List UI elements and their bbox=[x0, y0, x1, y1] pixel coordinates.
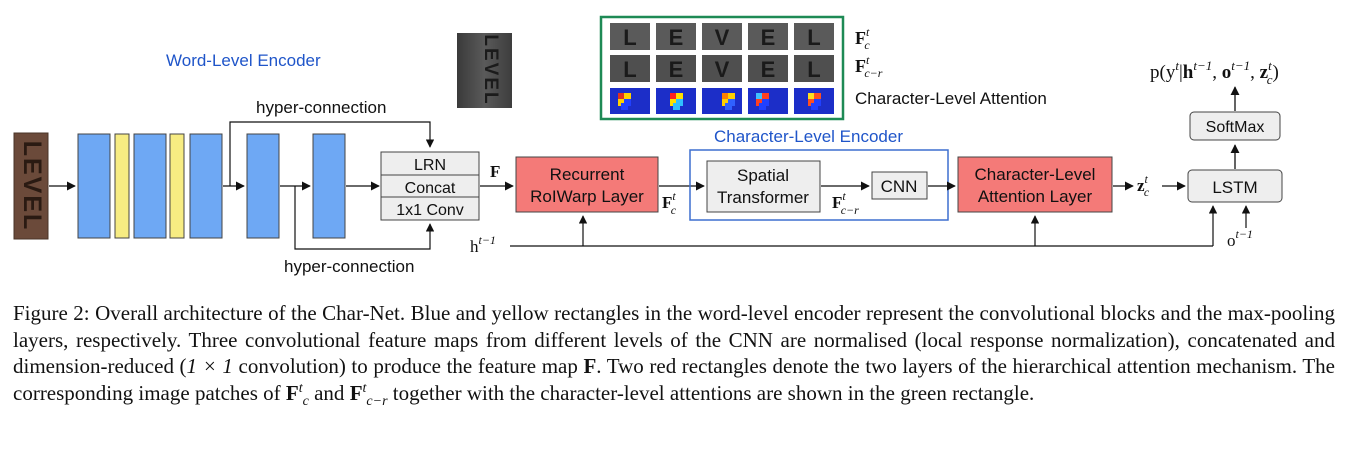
patch-fcr-letter-5: L bbox=[807, 57, 820, 82]
legend-attention: Character-Level Attention bbox=[855, 89, 1047, 108]
attention-cell-1-4 bbox=[624, 99, 631, 106]
patch-fct-letter-3: V bbox=[715, 25, 730, 50]
patch-fct-4 bbox=[748, 23, 788, 50]
pool-block-2 bbox=[169, 133, 185, 239]
cnn-block: CNN bbox=[871, 171, 928, 200]
patch-fct-2 bbox=[656, 23, 696, 50]
concat-label: Concat bbox=[405, 180, 456, 197]
attention-cell-4-3 bbox=[756, 99, 763, 106]
attention-cell-3-1 bbox=[722, 93, 729, 100]
attention-cell-3-3 bbox=[722, 99, 729, 106]
o-prev-label: ot−1 bbox=[1227, 227, 1253, 250]
svg-text:Spatial: Spatial bbox=[737, 166, 789, 185]
patch-fcr-letter-2: E bbox=[669, 57, 684, 82]
patch-fcr-letter-1: L bbox=[623, 57, 636, 82]
patch-fct-letter-5: L bbox=[807, 25, 820, 50]
attention-cell-1-5 bbox=[621, 103, 628, 110]
patch-fct-letter-4: E bbox=[761, 25, 776, 50]
conv-block-2 bbox=[133, 133, 167, 239]
attention-cell-1-3 bbox=[618, 99, 625, 106]
spatial-transformer: Spatial Transformer bbox=[706, 160, 821, 213]
word-encoder-title: Word-Level Encoder bbox=[166, 51, 321, 70]
patch-fcr-letter-3: V bbox=[715, 57, 730, 82]
pool-block-1 bbox=[114, 133, 130, 239]
svg-text:Attention Layer: Attention Layer bbox=[978, 187, 1093, 206]
patch-fct-3 bbox=[702, 23, 742, 50]
svg-text:SoftMax: SoftMax bbox=[1206, 119, 1265, 136]
svg-text:Transformer: Transformer bbox=[717, 188, 809, 207]
roiwarp-layer: Recurrent RoIWarp Layer bbox=[515, 156, 659, 213]
patch-fcr-5 bbox=[794, 55, 834, 82]
patch-fcr-2 bbox=[656, 55, 696, 82]
attention-cell-3-4 bbox=[728, 99, 735, 106]
softmax-block: SoftMax bbox=[1189, 111, 1281, 141]
attention-cell-2-4 bbox=[676, 99, 683, 106]
feature-map-label: F bbox=[490, 162, 500, 181]
patch-fcr-1 bbox=[610, 55, 650, 82]
gray-word-image: LEVEL bbox=[457, 33, 512, 108]
hyper-connection-top-label: hyper-connection bbox=[256, 98, 386, 117]
svg-text:RoIWarp Layer: RoIWarp Layer bbox=[530, 187, 644, 206]
patch-fcr-3 bbox=[702, 55, 742, 82]
attention-cell-4-4 bbox=[762, 99, 769, 106]
conv-block-3 bbox=[189, 133, 223, 239]
patch-fcr-letter-4: E bbox=[761, 57, 776, 82]
attention-cell-2-2 bbox=[676, 93, 683, 100]
h-prev-label: ht−1 bbox=[470, 233, 496, 256]
conv-block-5 bbox=[312, 133, 346, 239]
svg-text:Recurrent: Recurrent bbox=[550, 165, 625, 184]
lstm-block: LSTM bbox=[1187, 169, 1283, 203]
attention-cell-4-2 bbox=[762, 93, 769, 100]
attention-cell-5-4 bbox=[814, 99, 821, 106]
attention-cell-1-2 bbox=[624, 93, 631, 100]
patch-fct-5 bbox=[794, 23, 834, 50]
attention-cell-5-3 bbox=[808, 99, 815, 106]
conv1x1-label: 1x1 Conv bbox=[396, 202, 464, 219]
attention-cell-1-1 bbox=[618, 93, 625, 100]
patch-fct-letter-2: E bbox=[669, 25, 684, 50]
hyper-connection-bottom-label: hyper-connection bbox=[284, 257, 414, 276]
attention-cell-5-1 bbox=[808, 93, 815, 100]
attention-cell-2-3 bbox=[670, 99, 677, 106]
attention-cell-3-2 bbox=[728, 93, 735, 100]
attention-cell-3-5 bbox=[725, 103, 732, 110]
attention-cell-5-5 bbox=[811, 103, 818, 110]
patch-fcr-4 bbox=[748, 55, 788, 82]
svg-text:Character-Level: Character-Level bbox=[975, 165, 1096, 184]
attention-cell-4-1 bbox=[756, 93, 763, 100]
char-encoder-title: Character-Level Encoder bbox=[714, 127, 903, 146]
normalization-block: LRN Concat 1x1 Conv bbox=[380, 151, 480, 221]
conv-block-4 bbox=[246, 133, 280, 239]
lrn-label: LRN bbox=[414, 157, 446, 174]
attention-cell-5-2 bbox=[814, 93, 821, 100]
attention-cell-2-5 bbox=[673, 103, 680, 110]
patch-fct-letter-1: L bbox=[623, 25, 636, 50]
patch-fct-1 bbox=[610, 23, 650, 50]
svg-text:LSTM: LSTM bbox=[1212, 178, 1257, 197]
architecture-diagram: Word-Level Encoder LEVEL LEVEL hyper-con… bbox=[13, 15, 1283, 276]
svg-text:LEVEL: LEVEL bbox=[480, 34, 501, 105]
char-attention-layer: Character-Level Attention Layer bbox=[957, 156, 1113, 213]
conv-block-1 bbox=[77, 133, 111, 239]
svg-text:CNN: CNN bbox=[881, 177, 918, 196]
attention-cell-2-1 bbox=[670, 93, 677, 100]
input-image-text: LEVEL bbox=[18, 141, 46, 232]
attention-cell-4-5 bbox=[759, 103, 766, 110]
input-word-image: LEVEL bbox=[13, 132, 49, 240]
figure-caption: Figure 2: Overall architecture of the Ch… bbox=[13, 301, 1336, 409]
